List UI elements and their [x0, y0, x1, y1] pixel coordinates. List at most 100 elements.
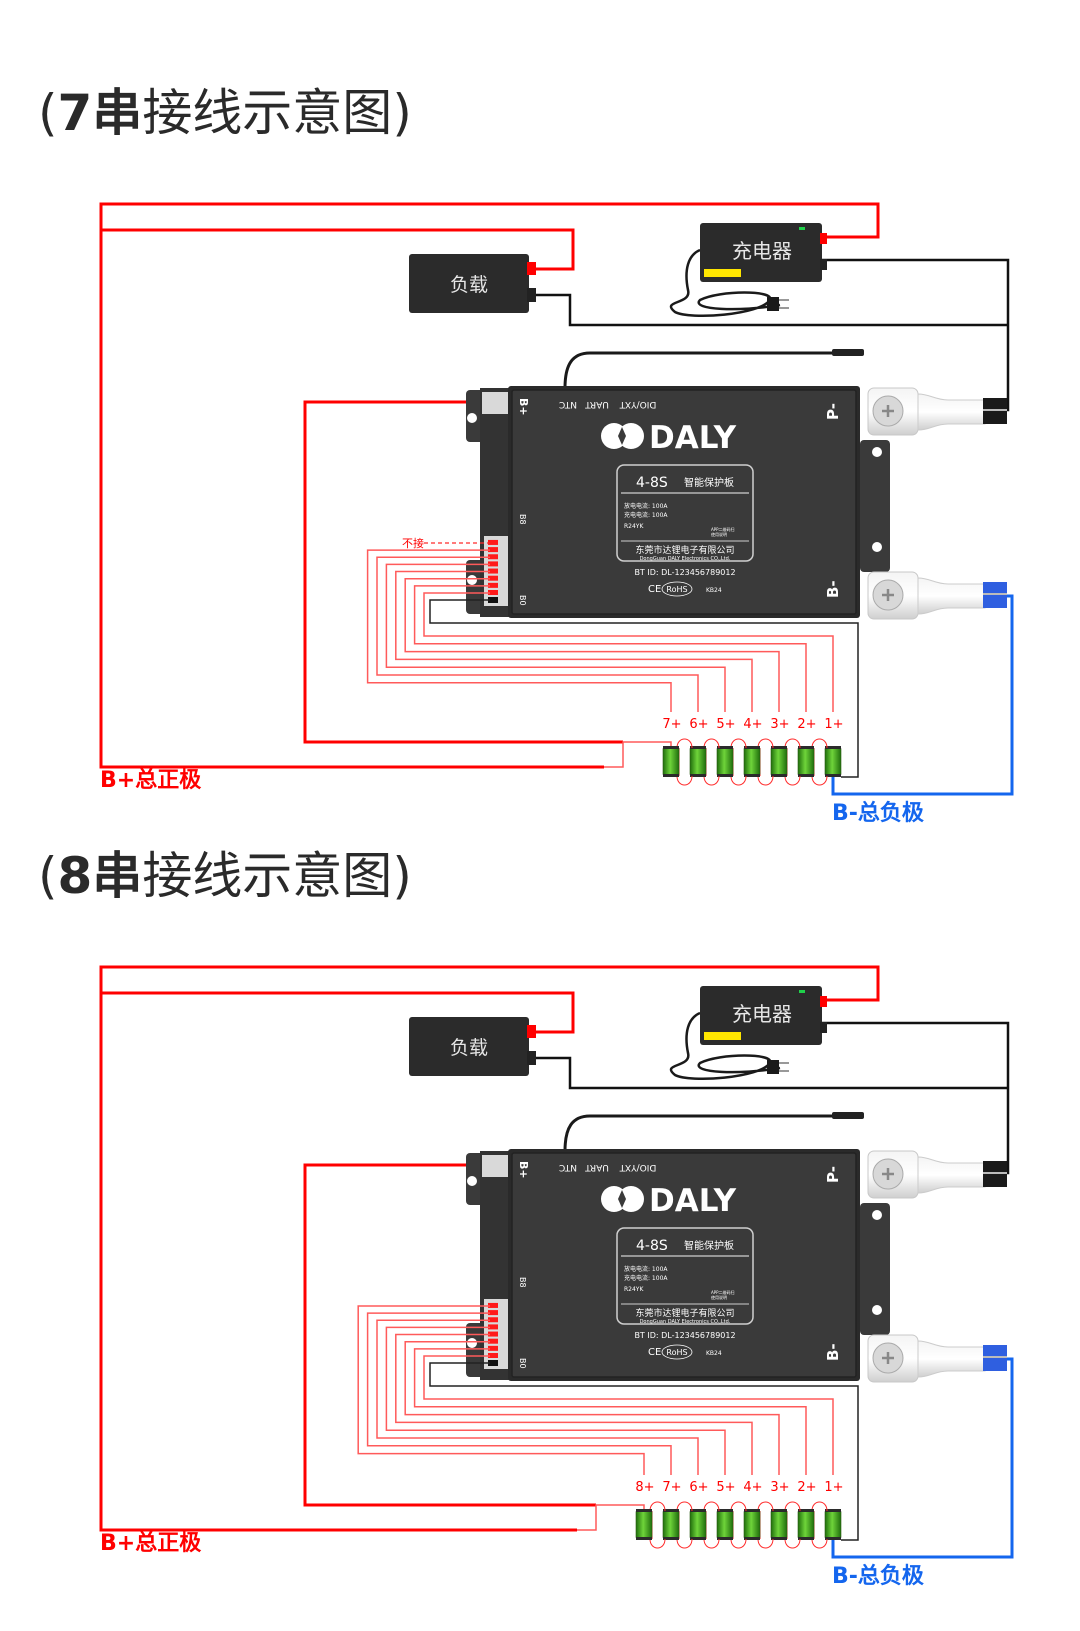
ce-mark: CE: [648, 1347, 661, 1358]
balance-wire-4: [395, 1333, 753, 1475]
balance-wire-5: [385, 563, 726, 712]
screw-icon: [882, 589, 894, 601]
product-label: 智能保护板: [684, 1239, 734, 1252]
port-label-ntc: NTC: [559, 399, 577, 409]
cell-label-1: 1+: [824, 717, 843, 732]
battery-cell-8: [635, 1509, 653, 1540]
b-minus-total-label: B-总负极: [832, 1563, 925, 1589]
title-close: ): [392, 84, 412, 142]
title-bold: 7串: [58, 84, 143, 142]
pminus-port-label: P-: [824, 403, 842, 420]
pack-positive-link: [577, 1504, 645, 1531]
pack-positive-link: [604, 741, 672, 768]
rohs-badge: [661, 1344, 693, 1360]
balance-wire-7: [366, 1312, 672, 1475]
bminus-terminal-lug: [867, 571, 1007, 620]
bminus-port-label: B-: [824, 580, 842, 598]
cell-label-3: 3+: [770, 1480, 789, 1495]
cell-label-5: 5+: [716, 717, 735, 732]
balance-wire-2: [413, 1348, 807, 1475]
cell-label-4: 4+: [743, 717, 762, 732]
load-label: 负载: [450, 274, 488, 296]
spec-label-box: [616, 1227, 754, 1325]
charger-warning-sticker: [704, 269, 741, 277]
balance-wire-5: [385, 1326, 726, 1475]
title-bold: 8串: [58, 847, 143, 905]
balance-wire-2: [413, 585, 807, 712]
balance-wire-1: [423, 592, 834, 712]
spec-charge: 充电电流: 100A: [624, 511, 668, 519]
balance-pin: [488, 539, 498, 545]
battery-cell-7: [662, 746, 680, 777]
battery-cell-1: [824, 1509, 842, 1540]
load-negative-wire: [535, 1056, 1008, 1090]
battery-cell-5: [716, 746, 734, 777]
b0-sense-wire: [429, 599, 859, 778]
balance-wire-6: [376, 556, 699, 712]
bplus-port-label: B+: [517, 398, 530, 416]
app-qr-note-1: APP二维码扫: [711, 526, 735, 532]
battery-cell-3: [770, 1509, 788, 1540]
battery-cell-5: [716, 1509, 734, 1540]
charger-warning-sticker: [704, 1032, 741, 1040]
charger-positive-wire: [99, 202, 880, 769]
title-open: (: [38, 847, 58, 905]
b8-port-label: B8: [518, 1277, 527, 1288]
bms-protection-board: NTC UART DIO/YXT B+ B8 B0 P- B- DALY 4-8…: [466, 386, 890, 618]
screw-icon: [882, 1352, 894, 1364]
company-cn: 东莞市达锂电子有限公司: [635, 544, 734, 556]
balance-pin: [488, 1353, 498, 1358]
balance-pin: [488, 1345, 498, 1351]
bt-id: BT ID: DL-123456789012: [634, 568, 735, 577]
port-label-dio: DIO/YXT: [619, 399, 656, 409]
balance-pin: [488, 575, 498, 581]
ntc-temperature-cable: [563, 1114, 862, 1152]
cell-label-6: 6+: [689, 1480, 708, 1495]
ntc-probe: [832, 1112, 864, 1119]
charger-positive-wire: [99, 965, 880, 1532]
pminus-port-label: P-: [824, 1166, 842, 1183]
balance-pin: [488, 1310, 498, 1316]
bms-bplus-wire: [303, 400, 623, 744]
cell-label-4: 4+: [743, 1480, 762, 1495]
section-title: (7串接线示意图): [38, 84, 412, 142]
spec-discharge: 放电电流: 100A: [624, 502, 668, 510]
brand-name: DALY: [649, 1183, 737, 1219]
load-positive-wire: [101, 228, 575, 271]
b0-port-label: B0: [518, 595, 527, 606]
port-label-uart: UART: [585, 1162, 609, 1172]
balance-pin: [488, 1302, 498, 1308]
balance-wire-3: [404, 577, 780, 712]
cell-label-7: 7+: [662, 717, 681, 732]
b-plus-total-label: B+总正极: [100, 1530, 202, 1556]
screw-icon: [882, 1168, 894, 1180]
section-7s: (7串接线示意图) 负载 充电器: [38, 84, 1014, 826]
pack-negative-wire: [831, 594, 1014, 796]
cell-label-2: 2+: [797, 717, 816, 732]
cell-label-3: 3+: [770, 717, 789, 732]
app-qr-note-1: APP二维码扫: [711, 1289, 735, 1295]
bms-bplus-wire: [303, 1163, 596, 1507]
b0-pin: [488, 597, 498, 603]
kb-code: KB24: [706, 587, 722, 594]
ntc-temperature-cable: [563, 351, 862, 389]
ce-mark: CE: [648, 584, 661, 595]
b0-port-label: B0: [518, 1358, 527, 1369]
cell-label-5: 5+: [716, 1480, 735, 1495]
b0-sense-wire: [429, 1362, 859, 1541]
balance-wire-6: [376, 1319, 699, 1475]
bplus-connector: [482, 1155, 510, 1177]
cell-label-6: 6+: [689, 717, 708, 732]
spec-charge: 充电电流: 100A: [624, 1274, 668, 1282]
load-device: 负载: [409, 1017, 536, 1076]
company-en: DongGuan DALY Electronics CO.,Ltd.: [640, 1319, 731, 1325]
port-label-dio: DIO/YXT: [619, 1162, 656, 1172]
balance-pin: [488, 590, 498, 595]
section-title: (8串接线示意图): [38, 847, 412, 905]
sections-container: (7串接线示意图) 负载 充电器: [38, 84, 1014, 1589]
battery-cell-2: [797, 746, 815, 777]
screw-icon: [882, 405, 894, 417]
balance-pin: [488, 568, 498, 574]
port-label-uart: UART: [585, 399, 609, 409]
